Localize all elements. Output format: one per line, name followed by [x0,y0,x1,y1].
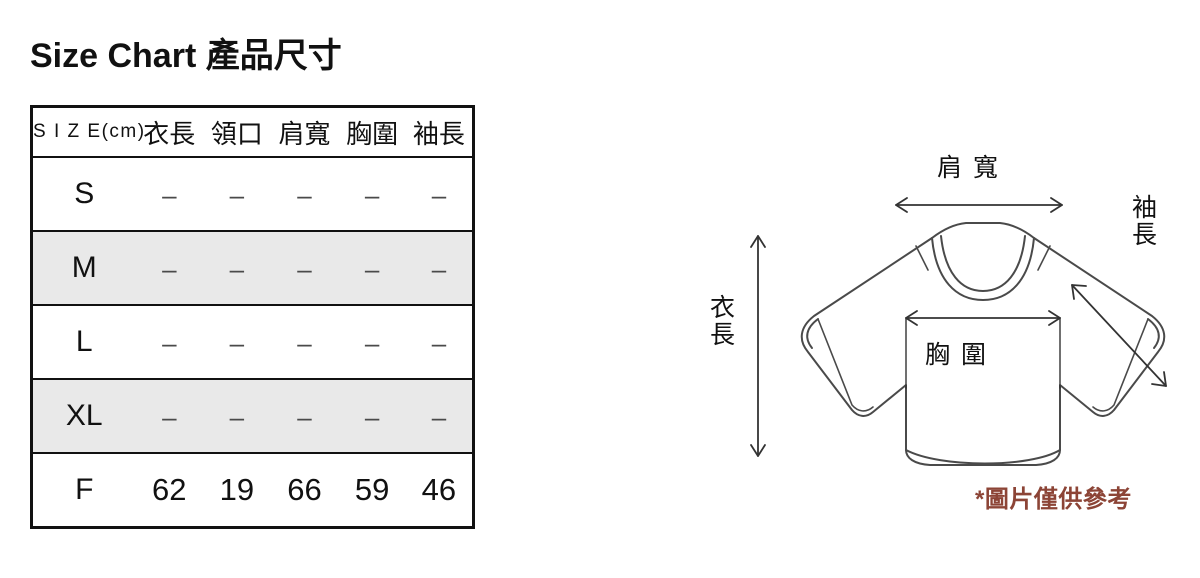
cell-l-chest: – [338,304,406,379]
empty-value-dash: – [229,402,245,432]
right-cuff-inner [1092,318,1149,412]
right-shoulder-seam [1037,245,1051,271]
cell-l-sleeve: – [405,304,474,379]
cell-xl-length: – [135,378,204,453]
cell-s-shoulder: – [270,156,339,231]
empty-value-dash: – [431,328,447,358]
cell-f-shoulder: 66 [270,452,339,528]
sleeve-length-label: 袖長 [1132,194,1158,249]
cell-xl-chest: – [338,378,406,453]
body-length-label: 衣長 [710,294,736,349]
size-cell-xl: XL [31,378,136,453]
cell-f-chest: 59 [338,452,406,528]
column-header-chest: 胸圍 [338,106,406,158]
left-cuff-line [806,318,819,349]
table-header-row: S I Z E(cm)衣長領口肩寬胸圍袖長 [31,106,474,158]
cell-s-neckline: – [203,156,271,231]
empty-value-dash: – [162,402,177,432]
size-cell-f: F [31,452,136,528]
column-header-size: S I Z E(cm) [31,106,144,158]
measurement-value: 66 [287,472,322,507]
neckline-outer [931,237,1035,301]
shoulder-width-label: 肩 寬 [937,154,1000,182]
right-cuff-line [1147,318,1160,349]
cell-m-chest: – [338,230,406,305]
neckline-inner [940,235,1026,292]
column-header-neckline: 領口 [203,106,271,158]
empty-value-dash: – [297,328,312,358]
empty-value-dash: – [364,328,380,358]
empty-value-dash: – [431,254,447,284]
column-header-length: 衣長 [135,106,204,158]
cell-m-neckline: – [203,230,271,305]
empty-value-dash: – [297,180,312,210]
empty-value-dash: – [297,402,312,432]
cell-s-sleeve: – [405,156,474,231]
empty-value-dash: – [364,180,380,210]
cell-f-length: 62 [135,452,204,528]
cell-xl-sleeve: – [405,378,474,453]
empty-value-dash: – [364,254,380,284]
empty-value-dash: – [431,180,447,210]
column-header-sleeve: 袖長 [405,106,474,158]
empty-value-dash: – [229,180,245,210]
length-arrow-bottom [750,444,766,457]
empty-value-dash: – [364,402,380,432]
empty-value-dash: – [229,254,245,284]
cell-l-neckline: – [203,304,271,379]
cell-f-neckline: 19 [203,452,271,528]
empty-value-dash: – [162,328,177,358]
table-row: S––––– [31,156,474,231]
table-row: M––––– [31,230,474,305]
empty-value-dash: – [162,254,177,284]
measurement-value: 46 [421,472,457,507]
cell-s-length: – [135,156,204,231]
cell-s-chest: – [338,156,406,231]
table-row: XL––––– [31,378,474,453]
empty-value-dash: – [297,254,312,284]
cell-m-shoulder: – [270,230,339,305]
size-cell-l: L [31,304,136,379]
garment-illustration [750,197,1167,466]
sleeve-arrow-start [1071,284,1087,300]
disclaimer-footnote: *圖片僅供參考 [975,486,1132,513]
shoulder-arrow-left [895,197,908,213]
cell-l-length: – [135,304,204,379]
cell-m-length: – [135,230,204,305]
measurement-value: 19 [219,472,255,507]
page-title: Size Chart 產品尺寸 [30,37,342,75]
hem-line [905,449,1061,465]
empty-value-dash: – [431,402,447,432]
empty-value-dash: – [162,180,177,210]
left-cuff-inner [817,318,874,412]
cell-m-sleeve: – [405,230,474,305]
shoulder-arrow-right [1050,197,1063,213]
empty-value-dash: – [229,328,245,358]
table-row: F 62 19 66 59 46 [31,452,474,528]
cell-f-sleeve: 46 [405,452,474,528]
left-shoulder-seam [915,245,929,271]
length-arrow-top [750,235,766,248]
size-cell-m: M [31,230,136,305]
cell-xl-shoulder: – [270,378,339,453]
chest-label: 胸 圍 [925,341,988,369]
column-header-shoulder: 肩寬 [270,106,339,158]
cell-xl-neckline: – [203,378,271,453]
cell-l-shoulder: – [270,304,339,379]
garment-diagram: 肩 寬 袖長 衣長 胸 圍 [700,120,1200,520]
size-cell-s: S [31,156,136,231]
table-row: L––––– [31,304,474,379]
measurement-value: 62 [152,472,187,507]
sleeve-arrow-end [1151,371,1167,387]
sleeve-arrow-line [1071,284,1167,387]
measurement-value: 59 [354,472,390,507]
